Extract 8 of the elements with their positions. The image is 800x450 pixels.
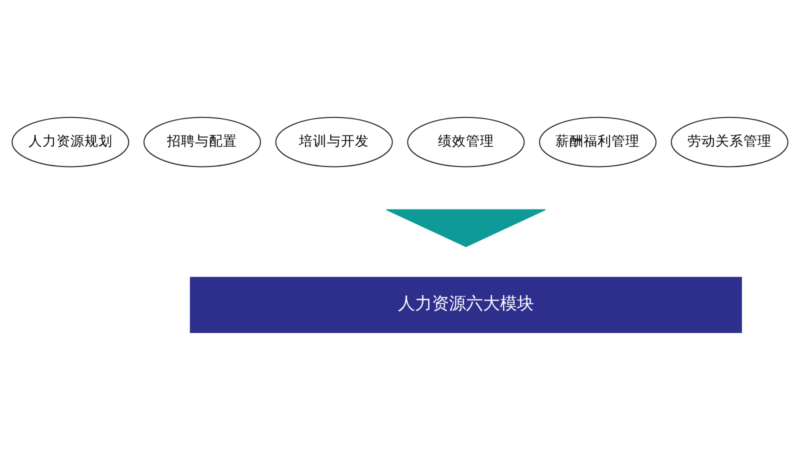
node-ellipse: 薪酬福利管理 (538, 116, 657, 168)
node-ellipse: 培训与开发 (275, 116, 393, 168)
node-box: 人力资源六大模块 (190, 276, 742, 334)
node-ellipse: 劳动关系管理 (670, 116, 788, 168)
node-ellipse: 招聘与配置 (143, 116, 262, 168)
node-ellipse: 人力资源规划 (12, 116, 130, 168)
node-ellipse: 绩效管理 (407, 116, 525, 168)
node-triangle (386, 209, 546, 248)
